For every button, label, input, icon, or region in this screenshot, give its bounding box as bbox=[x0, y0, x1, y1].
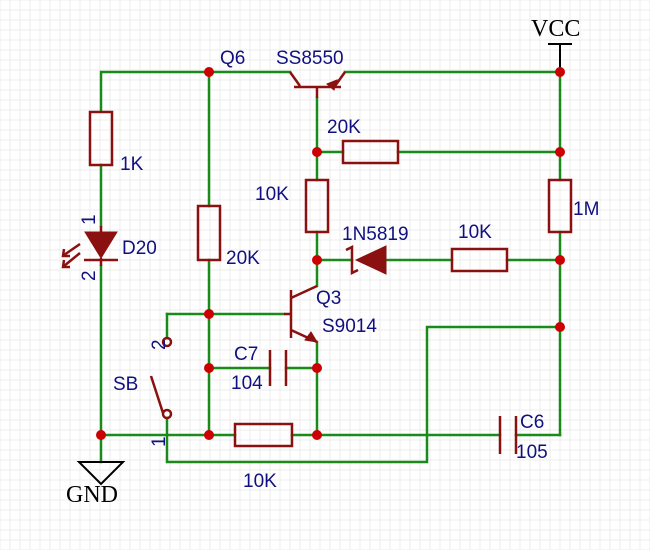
ground-icon bbox=[76, 461, 126, 486]
junctions bbox=[96, 67, 565, 440]
d20-pin2-label: 2 bbox=[79, 270, 100, 281]
wire-sb-bottom bbox=[165, 325, 562, 464]
d20-pin1-label: 1 bbox=[79, 214, 100, 225]
junction-dot bbox=[204, 430, 214, 440]
junction-dot bbox=[312, 363, 322, 373]
junction-dot bbox=[204, 309, 214, 319]
resistor-1m-icon bbox=[547, 178, 573, 234]
d20-ref-label: D20 bbox=[122, 238, 157, 259]
sb-pin2-label: 2 bbox=[149, 339, 170, 350]
wires bbox=[99, 70, 562, 464]
r-q6-base-label: 10K bbox=[255, 184, 289, 205]
c7-ref-label: C7 bbox=[234, 344, 258, 365]
sb-pin1-label: 1 bbox=[149, 436, 170, 447]
resistor-1k-icon bbox=[88, 110, 114, 167]
q3-transistor-icon bbox=[284, 284, 318, 344]
sb-ref-label: SB bbox=[113, 374, 138, 395]
junction-dot bbox=[555, 147, 565, 157]
q3-ref-label: Q3 bbox=[316, 288, 341, 309]
junction-dot bbox=[555, 67, 565, 77]
switch-sb-icon bbox=[149, 336, 173, 420]
r-1m-label: 1M bbox=[573, 199, 599, 220]
junction-dot bbox=[204, 363, 214, 373]
schottky-diode-icon bbox=[345, 244, 387, 276]
c7-value-label: 104 bbox=[231, 373, 263, 394]
capacitor-c6-icon bbox=[498, 416, 518, 454]
q6-part-label: SS8550 bbox=[276, 48, 344, 69]
junction-dot bbox=[555, 255, 565, 265]
junction-dot bbox=[312, 147, 322, 157]
junction-dot bbox=[312, 430, 322, 440]
gnd-label: GND bbox=[66, 482, 118, 508]
junction-dot bbox=[204, 67, 214, 77]
resistor-center-10k-icon bbox=[304, 178, 330, 234]
q6-transistor-icon bbox=[288, 71, 347, 98]
resistor-left-20k-icon bbox=[196, 204, 222, 262]
junction-dot bbox=[312, 255, 322, 265]
r-left-bias-label: 20K bbox=[226, 248, 260, 269]
diode-part-label: 1N5819 bbox=[342, 224, 409, 245]
junction-dot bbox=[555, 322, 565, 332]
r-bottom-label: 10K bbox=[243, 471, 277, 492]
c6-ref-label: C6 bbox=[520, 412, 544, 433]
q6-ref-label: Q6 bbox=[220, 48, 245, 69]
capacitor-c7-icon bbox=[268, 350, 288, 386]
resistor-top-20k-icon bbox=[341, 139, 400, 165]
labels: VCC GND Q6 SS8550 Q3 S9014 20K 10K 1K 20… bbox=[66, 16, 599, 508]
resistor-bottom-10k-icon bbox=[233, 422, 294, 448]
components bbox=[61, 43, 573, 486]
vcc-label: VCC bbox=[531, 16, 580, 42]
c6-value-label: 105 bbox=[516, 442, 548, 463]
junction-dot bbox=[96, 430, 106, 440]
r-q6-bias-label: 20K bbox=[327, 117, 361, 138]
q3-part-label: S9014 bbox=[322, 316, 377, 337]
led-d20-icon bbox=[61, 226, 118, 269]
resistor-diode-10k-icon bbox=[450, 247, 509, 273]
wire-top-left bbox=[99, 70, 292, 112]
r-led-label: 1K bbox=[120, 154, 144, 175]
r-diode-series-label: 10K bbox=[458, 222, 492, 243]
